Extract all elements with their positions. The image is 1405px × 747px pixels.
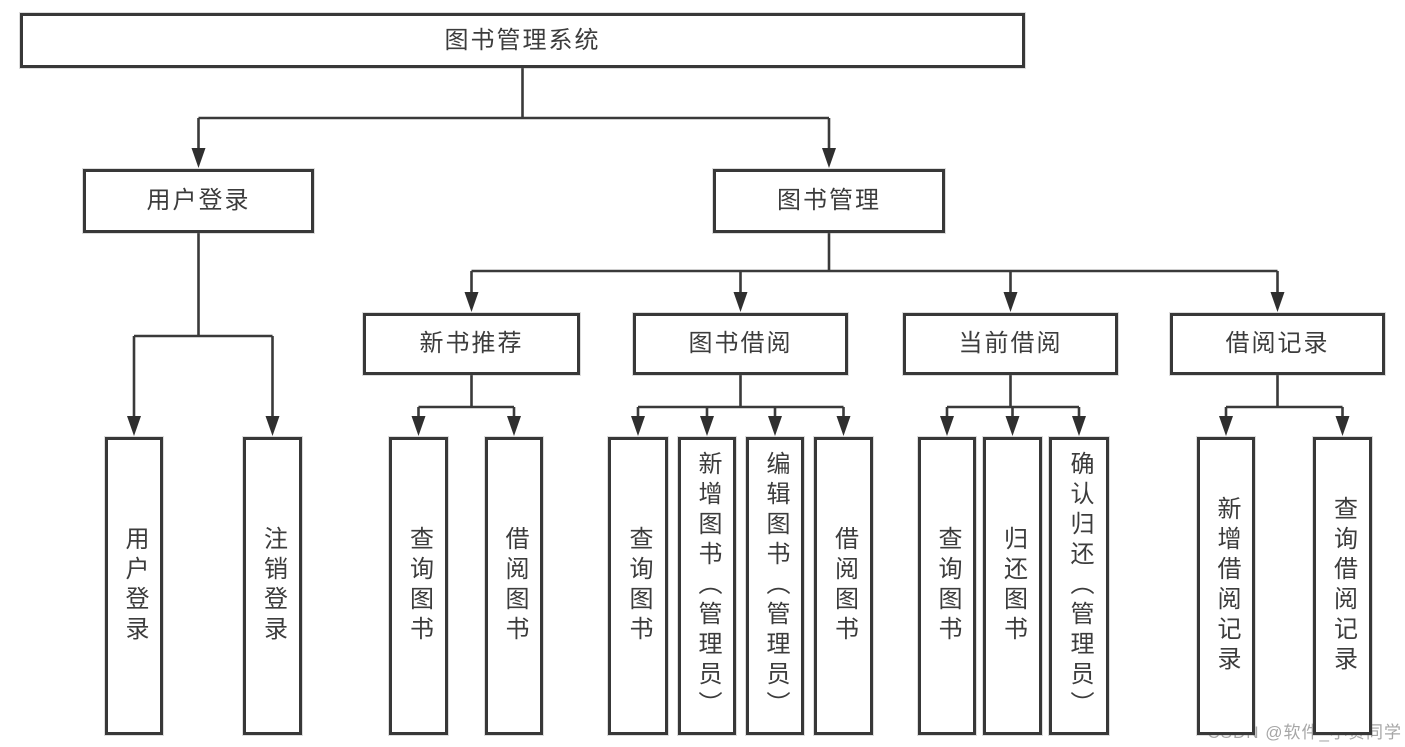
node-leaf-confirm-return: 确认归还（管理员） [1049,437,1109,735]
node-leaf-query-book-3: 查询图书 [918,437,976,735]
node-label: 查询图书 [625,526,652,646]
arrowhead-leaf-query-book-3 [940,416,954,436]
node-new-book-recommend: 新书推荐 [363,313,580,375]
node-leaf-logout: 注销登录 [243,437,302,735]
arrowhead-user-login-group [191,148,206,168]
node-leaf-return-book: 归还图书 [983,437,1042,735]
node-leaf-query-book-1: 查询图书 [389,437,448,735]
arrowhead-borrow-records [1270,292,1285,312]
arrowhead-book-borrow [733,292,748,312]
node-leaf-add-book: 新增图书（管理员） [678,437,736,735]
connector-book-management [470,233,1279,297]
node-label: 新增借阅记录 [1213,496,1240,676]
node-label: 编辑图书（管理员） [762,451,789,721]
node-label: 当前借阅 [958,330,1063,357]
connector-new-book-recommend [417,375,516,421]
arrowhead-leaf-confirm-return [1072,416,1086,436]
node-label: 新书推荐 [419,330,524,357]
arrowhead-leaf-query-book-2 [631,416,645,436]
arrowhead-leaf-query-book-1 [411,416,426,436]
node-label: 用户登录 [121,526,148,646]
arrowhead-leaf-user-login [127,416,141,436]
node-label: 归还图书 [999,526,1027,646]
node-label: 查询借阅记录 [1329,496,1357,676]
node-label: 用户登录 [146,187,251,214]
node-leaf-add-borrow-record: 新增借阅记录 [1197,437,1255,735]
node-leaf-query-borrow-record: 查询借阅记录 [1313,437,1372,735]
arrowhead-leaf-borrow-book-1 [507,416,521,436]
node-label: 图书管理 [777,187,881,214]
node-user-login-group: 用户登录 [83,169,314,233]
node-label: 注销登录 [259,526,287,646]
node-leaf-query-book-2: 查询图书 [608,437,668,735]
node-borrow-records: 借阅记录 [1170,313,1385,375]
node-leaf-edit-book: 编辑图书（管理员） [746,437,804,735]
arrowhead-leaf-add-borrow-record [1219,416,1233,436]
arrowhead-leaf-edit-book [768,416,782,436]
node-current-borrow: 当前借阅 [903,313,1118,375]
node-leaf-user-login: 用户登录 [105,437,163,735]
arrowhead-leaf-query-borrow-record [1335,416,1350,436]
node-label: 图书管理系统 [444,26,601,54]
arrowhead-new-book-recommend [464,292,479,312]
connector-book-borrow [636,375,845,421]
node-label: 新增图书（管理员） [694,451,721,721]
connector-root [197,68,831,153]
node-label: 确认归还（管理员） [1066,451,1093,721]
arrowhead-leaf-return-book [1005,416,1020,436]
arrowhead-leaf-borrow-book-2 [836,416,851,436]
node-label: 借阅图书 [830,526,858,646]
arrowhead-leaf-add-book [700,416,714,436]
node-label: 查询图书 [934,526,961,646]
node-label: 借阅图书 [501,526,528,646]
connector-current-borrow [945,375,1081,421]
node-book-management: 图书管理 [713,169,945,233]
connector-borrow-records [1224,375,1344,421]
arrowhead-current-borrow [1003,292,1018,312]
node-label: 图书借阅 [688,330,793,357]
node-leaf-borrow-book-1: 借阅图书 [485,437,543,735]
node-root: 图书管理系统 [20,13,1025,68]
connector-user-login-group [132,233,274,421]
node-book-borrow: 图书借阅 [633,313,848,375]
node-leaf-borrow-book-2: 借阅图书 [814,437,873,735]
arrowhead-leaf-logout [265,416,280,436]
node-label: 借阅记录 [1225,330,1330,357]
node-label: 查询图书 [405,526,433,646]
arrowhead-book-management [822,148,836,168]
